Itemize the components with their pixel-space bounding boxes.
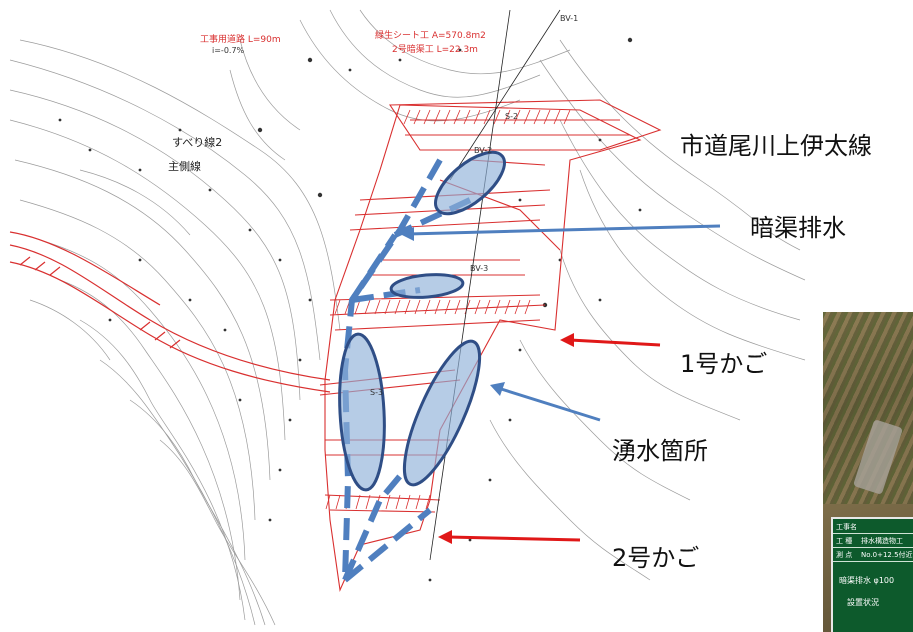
s2-label: S-2 (505, 112, 519, 121)
city-road-label: 市道尾川上伊太線 (680, 132, 872, 160)
gabion1-label: 1号かご (680, 350, 768, 378)
board-row1-label: 工事名 (836, 523, 857, 531)
callout-arrows (400, 224, 721, 544)
bv1-label: BV-1 (560, 14, 579, 23)
board-row3-label: 測 点 (836, 551, 853, 559)
road-label: 工事用道路 L=90m (200, 35, 281, 45)
underdrain-label: 暗渠排水 (750, 214, 846, 242)
spring-area-1 (434, 150, 506, 216)
spring-area-4 (402, 339, 482, 487)
site-photo: 工事名 工 種 排水構造物工 測 点 No.0+12.5付近 暗渠排水 φ100… (823, 312, 913, 632)
board-row2-value: 排水構造物工 (861, 537, 903, 545)
gradient-label: i=-0.7% (212, 46, 245, 55)
construction-board: 工事名 工 種 排水構造物工 測 点 No.0+12.5付近 暗渠排水 φ100… (831, 517, 913, 632)
board-row3-value: No.0+12.5付近 (861, 551, 913, 559)
board-row5-text: 設置状況 (847, 598, 879, 607)
main-line-label: 主側線 (168, 160, 201, 173)
contour-lines (9, 9, 806, 626)
sheet-label: 緑生シート工 A=570.8m2 (375, 31, 486, 41)
work-road (9, 231, 331, 393)
spring-area-3 (338, 332, 386, 492)
drain-label: 2号暗渠工 L=22.3m (392, 45, 478, 55)
bv3-label: BV-3 (470, 264, 489, 273)
board-row2-label: 工 種 (836, 537, 853, 545)
spring-area-2 (389, 273, 465, 299)
board-row4-text: 暗渠排水 φ100 (839, 576, 895, 585)
spring-label: 湧水箇所 (612, 437, 708, 465)
gabion-hatching (325, 109, 571, 510)
gabion2-label: 2号かご (612, 544, 700, 572)
bv2-label: BV-2 (474, 146, 493, 155)
survey-points (58, 37, 642, 582)
slip-line-label: すべり線2 (172, 136, 223, 149)
spring-areas (338, 150, 506, 492)
section-lines (429, 9, 561, 561)
s3-label: S-3 (370, 388, 384, 397)
